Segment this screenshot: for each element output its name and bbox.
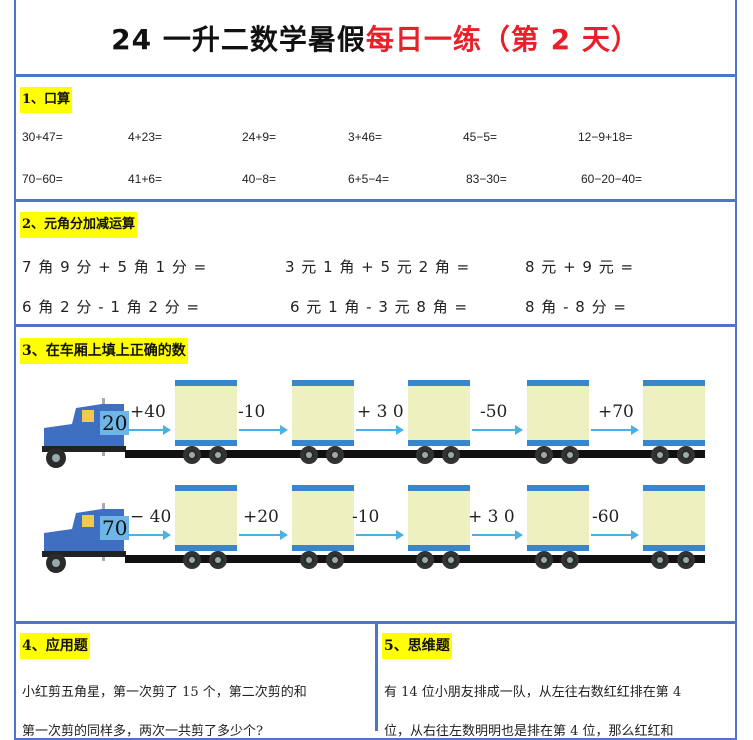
wheel-icon <box>677 551 695 569</box>
wheel-icon <box>209 551 227 569</box>
wheel-icon <box>442 446 460 464</box>
wheel-icon <box>209 446 227 464</box>
problem-4-line-1: 小红剪五角星，第一次剪了 15 个，第二次剪的和 <box>22 685 307 700</box>
problem-5-line-1: 有 14 位小朋友排成一队，从左往右数红红排在第 4 <box>384 685 682 700</box>
arrow-icon <box>239 425 288 435</box>
wheel-icon <box>561 446 579 464</box>
wheel-icon <box>651 446 669 464</box>
mental-math-problem: 30+47= <box>22 130 63 144</box>
truck-start-number: 70 <box>100 516 130 540</box>
truck-container-blank <box>175 380 237 446</box>
wheel-icon <box>326 446 344 464</box>
mental-math-problem: 70−60= <box>22 172 63 186</box>
section-1-heading: 1、口算 <box>20 87 73 113</box>
wheel-icon <box>183 446 201 464</box>
mental-math-problem: 12−9+18= <box>578 130 633 144</box>
mental-math-problem: 45−5= <box>463 130 498 144</box>
operation-label: -50 <box>480 402 508 422</box>
title-black: 24 一升二数学暑假 <box>111 22 366 56</box>
arrow-icon <box>128 530 171 540</box>
truck-chassis <box>125 555 705 563</box>
mental-math-problem: 83−30= <box>466 172 507 186</box>
truck-container-blank <box>292 380 354 446</box>
operation-label: + 3 0 <box>468 507 515 527</box>
mental-math-problem: 40−8= <box>242 172 277 186</box>
arrow-icon <box>591 530 639 540</box>
wheel-icon <box>326 551 344 569</box>
section-2-heading: 2、元角分加减运算 <box>20 212 138 238</box>
operation-label: − 40 <box>130 507 172 527</box>
money-problem: 8 角 - 8 分 = <box>525 298 627 316</box>
money-problem: 6 元 1 角 - 3 元 8 角 = <box>290 298 469 316</box>
wheel-icon <box>416 551 434 569</box>
truck-container-blank <box>643 380 705 446</box>
truck-container-blank <box>175 485 237 551</box>
mental-math-problem: 41+6= <box>128 172 163 186</box>
truck-container-blank <box>527 485 589 551</box>
operation-label: -60 <box>592 507 620 527</box>
operation-label: +70 <box>598 402 634 422</box>
arrow-icon <box>472 425 523 435</box>
wheel-icon <box>535 551 553 569</box>
divider <box>14 324 737 327</box>
arrow-icon <box>472 530 523 540</box>
wheel-icon <box>442 551 460 569</box>
wheel-icon <box>416 446 434 464</box>
operation-label: +20 <box>243 507 279 527</box>
wheel-icon <box>677 446 695 464</box>
wheel-icon <box>183 551 201 569</box>
operation-label: -10 <box>238 402 266 422</box>
wheel-icon <box>651 551 669 569</box>
mental-math-problem: 60−20−40= <box>581 172 643 186</box>
divider <box>375 621 378 731</box>
operation-label: + 3 0 <box>357 402 404 422</box>
money-problem: 6 角 2 分 - 1 角 2 分 = <box>22 298 201 316</box>
truck-start-number: 20 <box>100 411 130 435</box>
wheel-icon <box>561 551 579 569</box>
arrow-icon <box>356 425 404 435</box>
wheel-icon <box>300 551 318 569</box>
operation-label: +40 <box>130 402 166 422</box>
truck-container-blank <box>292 485 354 551</box>
mental-math-problem: 24+9= <box>242 130 277 144</box>
money-problem: 7 角 9 分 + 5 角 1 分 = <box>22 258 208 276</box>
money-problem: 3 元 1 角 + 5 元 2 角 = <box>285 258 471 276</box>
truck-container-blank <box>408 380 470 446</box>
problem-4-line-2: 第一次剪的同样多，两次一共剪了多少个? <box>22 724 263 739</box>
problem-5-line-2: 位，从右往左数明明也是排在第 4 位，那么红红和 <box>384 724 674 739</box>
arrow-icon <box>591 425 639 435</box>
money-problem: 8 元 + 9 元 = <box>525 258 635 276</box>
mental-math-problem: 6+5−4= <box>348 172 390 186</box>
truck-container-blank <box>408 485 470 551</box>
arrow-icon <box>239 530 288 540</box>
title-red: 每日一练（第 2 天） <box>365 22 640 56</box>
arrow-icon <box>356 530 404 540</box>
mental-math-problem: 3+46= <box>348 130 383 144</box>
wheel-icon <box>300 446 318 464</box>
section-3-heading: 3、在车厢上填上正确的数 <box>20 338 188 364</box>
truck-chassis <box>125 450 705 458</box>
arrow-icon <box>128 425 171 435</box>
wheel-icon <box>535 446 553 464</box>
page-title: 24 一升二数学暑假每日一练（第 2 天） <box>14 0 737 75</box>
section-5-heading: 5、思维题 <box>382 633 452 659</box>
mental-math-problem: 4+23= <box>128 130 163 144</box>
section-4-heading: 4、应用题 <box>20 633 90 659</box>
truck-container-blank <box>643 485 705 551</box>
divider <box>14 199 737 202</box>
operation-label: -10 <box>352 507 380 527</box>
truck-container-blank <box>527 380 589 446</box>
divider <box>14 74 737 77</box>
